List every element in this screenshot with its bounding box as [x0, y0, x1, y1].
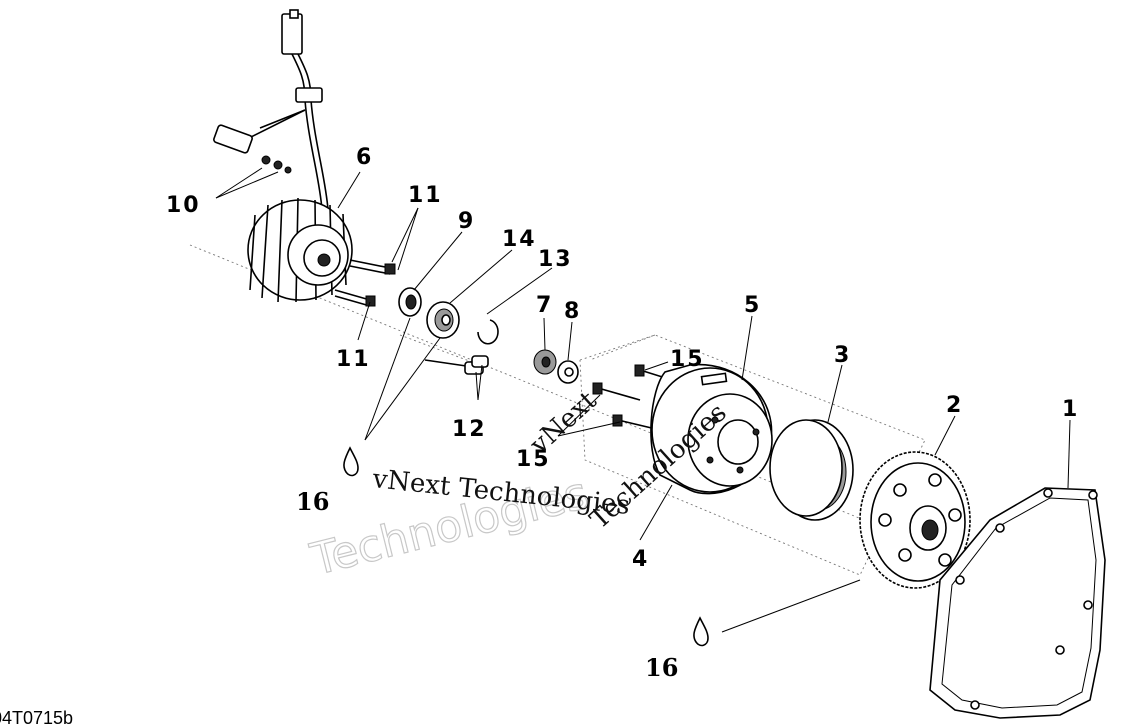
cover-gasket-part — [929, 487, 1106, 719]
wire-harness — [213, 9, 329, 211]
circlip-part — [477, 319, 499, 345]
callout-10: 10 — [166, 193, 201, 218]
figure-reference-code: 04T0715b — [0, 708, 73, 728]
stator-bolts — [334, 259, 396, 307]
leader-lines — [215, 167, 1071, 633]
callout-7: 7 — [536, 293, 553, 318]
callout-16-right: 16 — [645, 653, 678, 682]
dowel-pins — [424, 355, 489, 375]
oil-drop-icon — [343, 446, 359, 477]
callout-8: 8 — [564, 299, 581, 324]
stator-part — [247, 197, 353, 303]
callout-15-bottom: 15 — [516, 447, 551, 472]
callout-12: 12 — [452, 417, 487, 442]
callout-4: 4 — [632, 547, 649, 572]
callout-3: 3 — [834, 343, 851, 368]
callout-15-top: 15 — [670, 347, 705, 372]
nut-and-washer — [533, 349, 579, 384]
callout-16-left: 16 — [296, 487, 329, 516]
starter-gear-part — [859, 451, 971, 589]
callout-1: 1 — [1062, 397, 1079, 422]
callout-2: 2 — [946, 393, 963, 418]
starter-clutch-part — [769, 419, 854, 521]
construction-lines — [189, 244, 1061, 601]
callout-9: 9 — [458, 209, 475, 234]
callout-13: 13 — [538, 247, 573, 272]
callout-11-top: 11 — [408, 183, 443, 208]
callout-5: 5 — [744, 293, 761, 318]
rotor-part — [650, 363, 773, 495]
seal-and-bearing — [398, 287, 460, 339]
watermark-rotated-top: vNext — [524, 385, 603, 460]
callout-11-bottom: 11 — [336, 347, 371, 372]
callout-14: 14 — [502, 227, 537, 252]
callout-labels: 1 2 3 4 5 6 7 8 9 10 11 11 12 13 14 15 1… — [166, 145, 1079, 682]
callout-6: 6 — [356, 145, 373, 170]
oil-drop-icon — [693, 616, 709, 647]
